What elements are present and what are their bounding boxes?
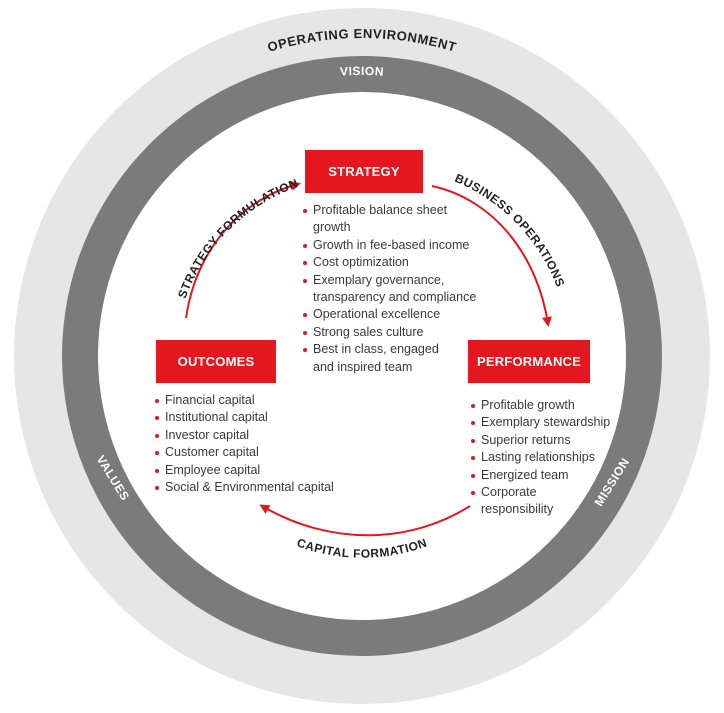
list-item: Cost optimization	[303, 254, 503, 271]
list-item: Best in class, engaged and inspired team	[303, 341, 503, 376]
list-item: Institutional capital	[155, 409, 355, 426]
performance-title: PERFORMANCE	[476, 354, 582, 369]
list-item: Superior returns	[471, 432, 631, 449]
list-item: Corporate responsibility	[471, 484, 631, 519]
list-item: Social & Environmental capital	[155, 479, 355, 496]
list-item-text: transparency and compliance	[313, 290, 477, 305]
list-item-text: and inspired team	[313, 359, 413, 374]
list-item-text: growth	[313, 220, 351, 235]
list-item-text: Employee capital	[165, 462, 261, 477]
list-item: Operational excellence	[303, 306, 503, 323]
list-item: Exemplary governance, transparency and co…	[303, 272, 503, 307]
list-item: Strong sales culture	[303, 324, 503, 341]
list-item-text: Cost optimization	[313, 255, 409, 270]
strategy-box: STRATEGY	[305, 150, 423, 193]
capital-formation-arrow	[259, 504, 471, 537]
list-item: Lasting relationships	[471, 449, 631, 466]
list-item-text: Best in class, engaged	[313, 342, 439, 357]
list-item-text: Strong sales culture	[313, 324, 424, 339]
strategy-title: STRATEGY	[328, 164, 400, 179]
list-item: Growth in fee-based income	[303, 237, 503, 254]
list-item-text: Operational excellence	[313, 307, 441, 322]
list-item-text: responsibility	[481, 502, 554, 517]
list-item: Profitable balance sheet growth	[303, 202, 503, 237]
list-item: Profitable growth	[471, 397, 631, 414]
list-item: Employee capital	[155, 462, 355, 479]
list-item-text: Financial capital	[165, 393, 255, 407]
business-operations-arrow	[431, 185, 552, 327]
list-item-text: Growth in fee-based income	[313, 237, 470, 252]
list-item-text: Energized team	[481, 467, 569, 482]
performance-box: PERFORMANCE	[468, 340, 590, 383]
list-item-text: Profitable balance sheet	[313, 203, 448, 217]
vision-label: VISION	[340, 64, 385, 79]
list-item: Financial capital	[155, 392, 355, 409]
outcomes-box: OUTCOMES	[156, 340, 276, 383]
list-item: Exemplary stewardship	[471, 414, 631, 431]
list-item-text: Customer capital	[165, 445, 259, 460]
list-item-text: Exemplary stewardship	[481, 415, 611, 430]
outcomes-title: OUTCOMES	[177, 354, 255, 369]
list-item: Energized team	[471, 467, 631, 484]
list-item: Customer capital	[155, 444, 355, 461]
strategy-formulation-arrow	[185, 181, 301, 319]
list-item-text: Lasting relationships	[481, 450, 595, 465]
list-item: Investor capital	[155, 427, 355, 444]
list-item-text: Investor capital	[165, 427, 250, 442]
list-item-text: Social & Environmental capital	[165, 480, 334, 495]
list-item-text: Superior returns	[481, 432, 571, 447]
list-item-text: Profitable growth	[481, 398, 575, 412]
list-item-text: Institutional capital	[165, 410, 268, 425]
list-item-text: Corporate	[481, 485, 537, 500]
list-item-text: Exemplary governance,	[313, 272, 445, 287]
